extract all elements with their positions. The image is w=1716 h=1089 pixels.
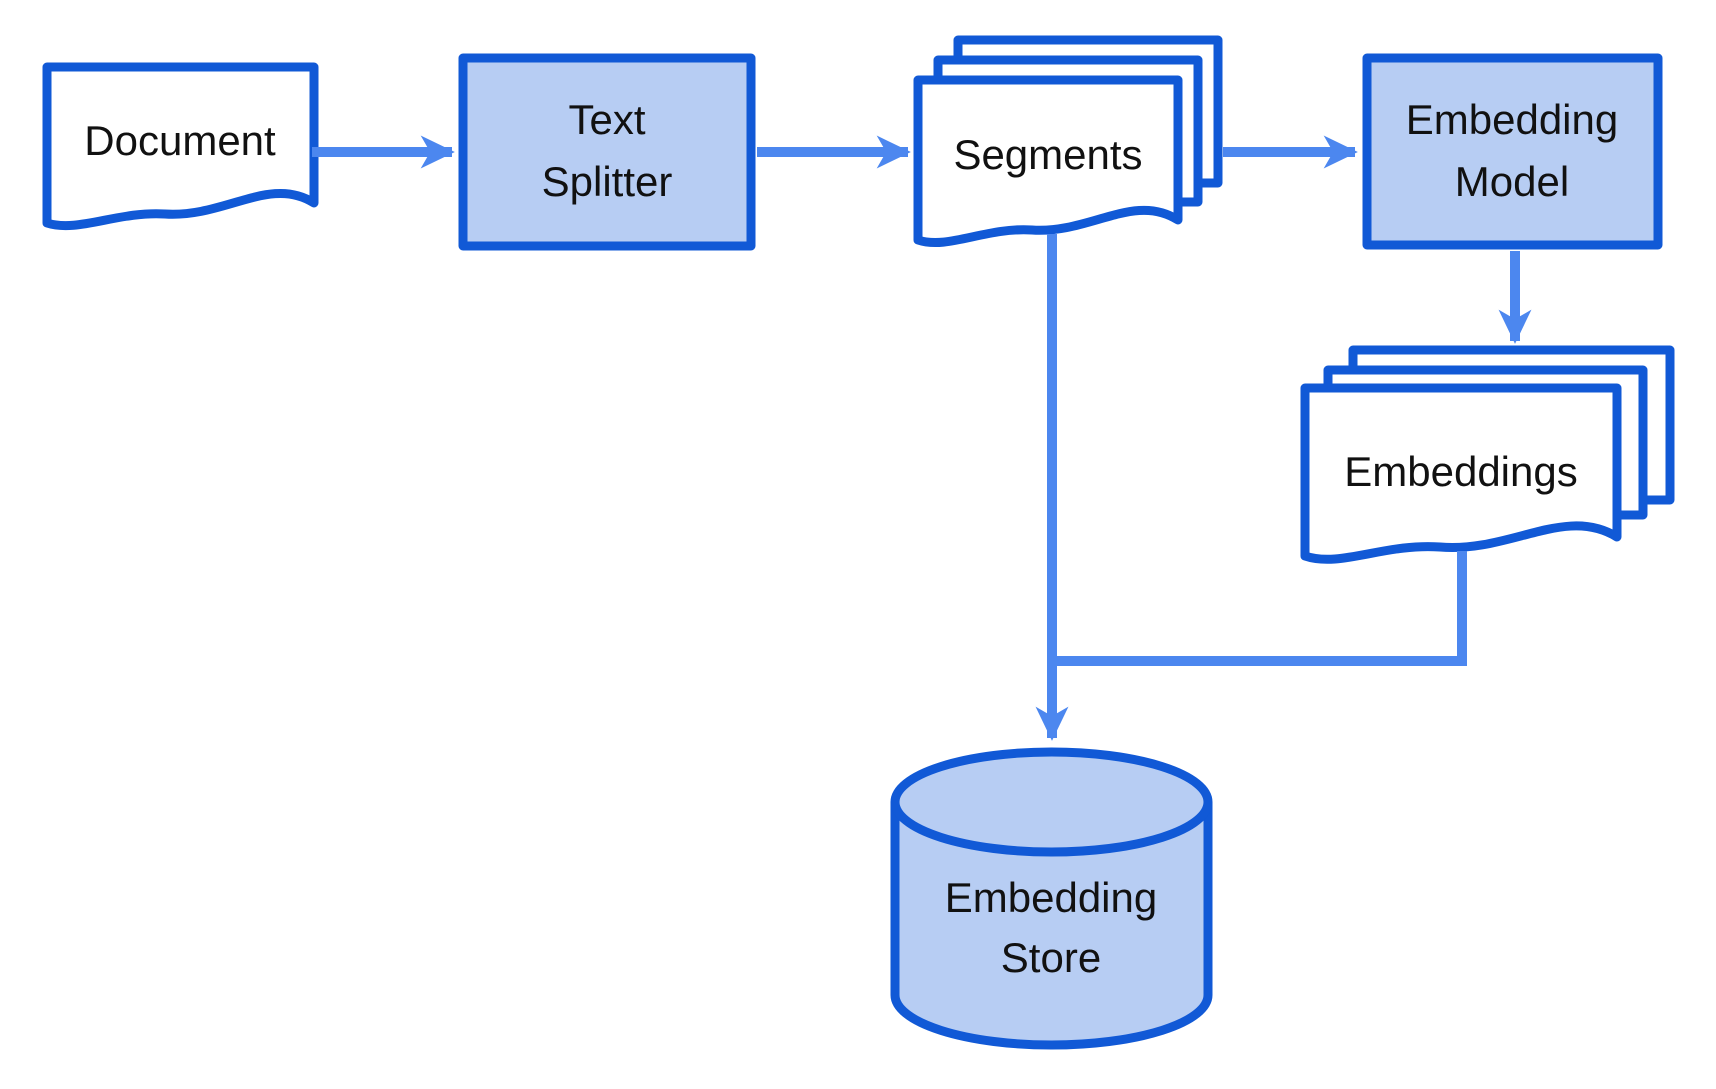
node-embedding-store: Embedding Store — [890, 747, 1213, 1050]
node-document: Document — [42, 62, 319, 231]
node-embeddings: Embeddings — [1300, 345, 1675, 564]
node-embedding-model: Embedding Model — [1362, 53, 1663, 250]
embedding-store-top — [890, 747, 1213, 857]
text-splitter-label-line-2: Splitter — [542, 158, 673, 205]
document-shape — [42, 62, 319, 231]
text-splitter-shape — [458, 53, 756, 251]
embedding-store-label-line-2: Store — [1001, 934, 1101, 981]
segments-page-front — [913, 75, 1183, 248]
node-segments: Segments — [913, 35, 1223, 248]
embedding-store-body — [890, 802, 1213, 1050]
embedding-model-shape — [1362, 53, 1663, 250]
embeddings-page-front — [1300, 383, 1622, 564]
embeddings-label: Embeddings — [1344, 448, 1577, 495]
embedding-model-label-line-2: Model — [1455, 158, 1569, 205]
text-splitter-label-line-1: Text — [568, 96, 645, 143]
embedding-store-label-line-1: Embedding — [945, 874, 1157, 921]
edge-embeddings-to-store — [1057, 551, 1467, 666]
segments-label: Segments — [953, 131, 1142, 178]
node-text-splitter: Text Splitter — [458, 53, 756, 251]
document-label: Document — [84, 117, 276, 164]
embedding-model-label-line-1: Embedding — [1406, 96, 1618, 143]
